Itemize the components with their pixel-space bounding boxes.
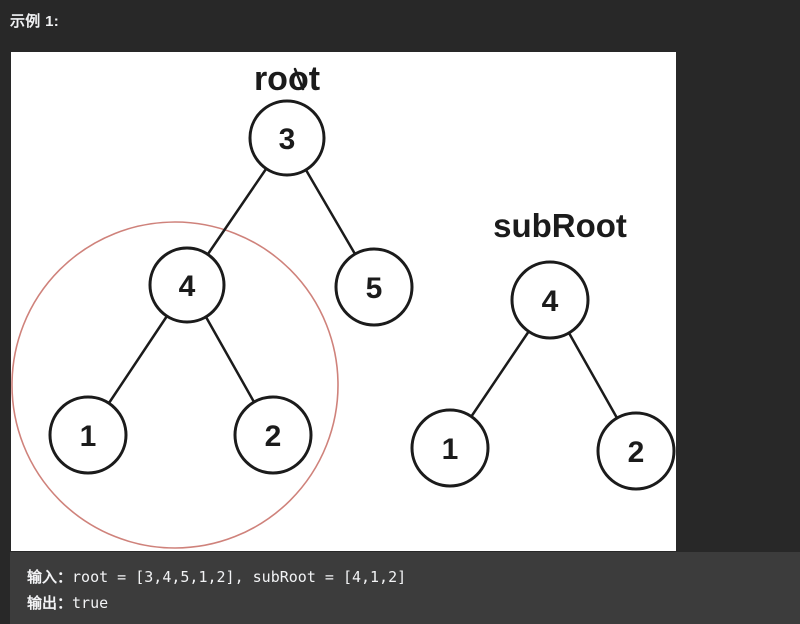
edge-subroot-4-1 [469,329,531,419]
tree-node-root-1: 1 [48,395,128,475]
edge-root-4-2 [204,315,256,404]
io-code-block: 输入：root = [3,4,5,1,2], subRoot = [4,1,2]… [10,552,800,624]
node-value: 4 [542,285,559,318]
node-circle [148,246,226,324]
node-circle [596,411,676,491]
tree-node-subroot-1: 1 [410,408,490,488]
edge-root-3-5 [304,168,357,256]
output-line: 输出：true [27,590,800,616]
input-label: 输入： [27,568,73,586]
edge-root-3-4 [206,167,268,256]
node-value: 5 [366,272,383,305]
node-circle [334,247,414,327]
tree-node-root-2: 2 [233,395,313,475]
node-circle [48,395,128,475]
node-circle [233,395,313,475]
subtree-highlight-circle [11,221,339,549]
node-circle [510,260,590,340]
node-value: 2 [628,436,645,469]
output-label: 输出： [27,594,73,612]
tree-node-subroot-4: 4 [510,260,590,340]
node-value: 3 [279,123,296,156]
tree-node-root-4: 4 [148,246,226,324]
node-value: 1 [442,433,459,466]
tree-node-root-5: 5 [334,247,414,327]
node-value: 1 [80,420,97,453]
tree-diagram-panel: root subRoot 3 4 5 1 2 [11,52,676,551]
subroot-tree-label: subRoot [493,207,627,244]
node-circle [410,408,490,488]
edge-root-4-1 [107,314,169,405]
root-label-stray-mark [293,67,305,91]
tree-node-subroot-2: 2 [596,411,676,491]
input-value: root = [3,4,5,1,2], subRoot = [4,1,2] [72,568,407,586]
output-value: true [72,594,109,612]
tree-node-root-3: 3 [248,99,326,177]
tree-diagram-svg: root subRoot 3 4 5 1 2 [11,60,676,549]
node-circle [248,99,326,177]
node-value: 4 [179,270,196,303]
edge-subroot-4-2 [567,331,619,420]
input-line: 输入：root = [3,4,5,1,2], subRoot = [4,1,2] [27,564,800,590]
root-tree-label: root [254,60,320,98]
example-title: 示例 1: [10,13,60,30]
node-value: 2 [265,420,282,453]
